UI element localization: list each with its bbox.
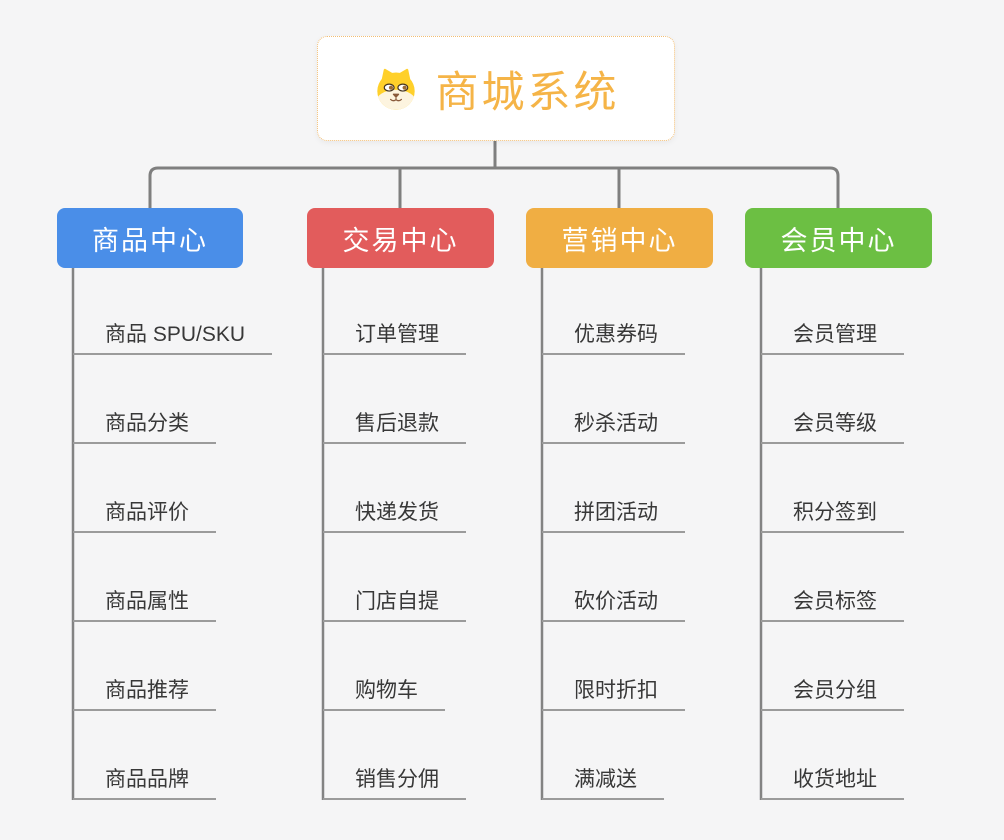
branch-node-member-center[interactable]: 会员中心 bbox=[745, 208, 932, 268]
child-node[interactable]: 商品分类 bbox=[73, 408, 216, 444]
child-node[interactable]: 门店自提 bbox=[323, 586, 466, 622]
child-node[interactable]: 收货地址 bbox=[761, 764, 904, 800]
root-node[interactable]: 商城系统 bbox=[317, 36, 675, 141]
branch-children-column-marketing: 优惠券码 秒杀活动 拼团活动 砍价活动 限时折扣 满减送 bbox=[542, 0, 802, 840]
child-node[interactable]: 商品评价 bbox=[73, 497, 216, 533]
child-node[interactable]: 快递发货 bbox=[323, 497, 466, 533]
child-node[interactable]: 满减送 bbox=[542, 764, 664, 800]
branch-children-column-trade: 订单管理 售后退款 快递发货 门店自提 购物车 销售分佣 bbox=[323, 0, 583, 840]
child-node[interactable]: 会员管理 bbox=[761, 319, 904, 355]
shiba-dog-icon bbox=[376, 68, 415, 110]
branch-node-product-center[interactable]: 商品中心 bbox=[57, 208, 243, 268]
child-node[interactable]: 会员标签 bbox=[761, 586, 904, 622]
child-node[interactable]: 商品属性 bbox=[73, 586, 216, 622]
root-title: 商城系统 bbox=[435, 68, 620, 117]
child-node[interactable]: 售后退款 bbox=[323, 408, 466, 444]
branch-children-column-product: 商品 SPU/SKU 商品分类 商品评价 商品属性 商品推荐 商品品牌 bbox=[73, 0, 333, 840]
child-node[interactable]: 商品 SPU/SKU bbox=[73, 319, 273, 355]
branch-children-column-member: 会员管理 会员等级 积分签到 会员标签 会员分组 收货地址 bbox=[761, 0, 1004, 840]
child-node[interactable]: 限时折扣 bbox=[542, 675, 685, 711]
branch-label: 营销中心 bbox=[561, 225, 678, 256]
branch-label: 交易中心 bbox=[342, 225, 459, 256]
child-node[interactable]: 拼团活动 bbox=[542, 497, 685, 533]
root-to-branches-connector bbox=[148, 139, 840, 210]
branch-label: 会员中心 bbox=[780, 225, 897, 256]
child-node[interactable]: 购物车 bbox=[323, 675, 445, 711]
child-node[interactable]: 商品品牌 bbox=[73, 764, 216, 800]
child-node[interactable]: 积分签到 bbox=[761, 497, 904, 533]
branch-label: 商品中心 bbox=[92, 225, 208, 256]
child-node[interactable]: 砍价活动 bbox=[542, 586, 685, 622]
child-node[interactable]: 商品推荐 bbox=[73, 675, 216, 711]
child-node[interactable]: 订单管理 bbox=[323, 319, 466, 355]
child-node[interactable]: 销售分佣 bbox=[323, 764, 466, 800]
child-node[interactable]: 会员等级 bbox=[761, 408, 904, 444]
child-node[interactable]: 会员分组 bbox=[761, 675, 904, 711]
child-node[interactable]: 优惠券码 bbox=[542, 319, 685, 355]
child-node[interactable]: 秒杀活动 bbox=[542, 408, 685, 444]
branch-node-marketing-center[interactable]: 营销中心 bbox=[526, 208, 713, 268]
branch-node-trade-center[interactable]: 交易中心 bbox=[307, 208, 494, 268]
